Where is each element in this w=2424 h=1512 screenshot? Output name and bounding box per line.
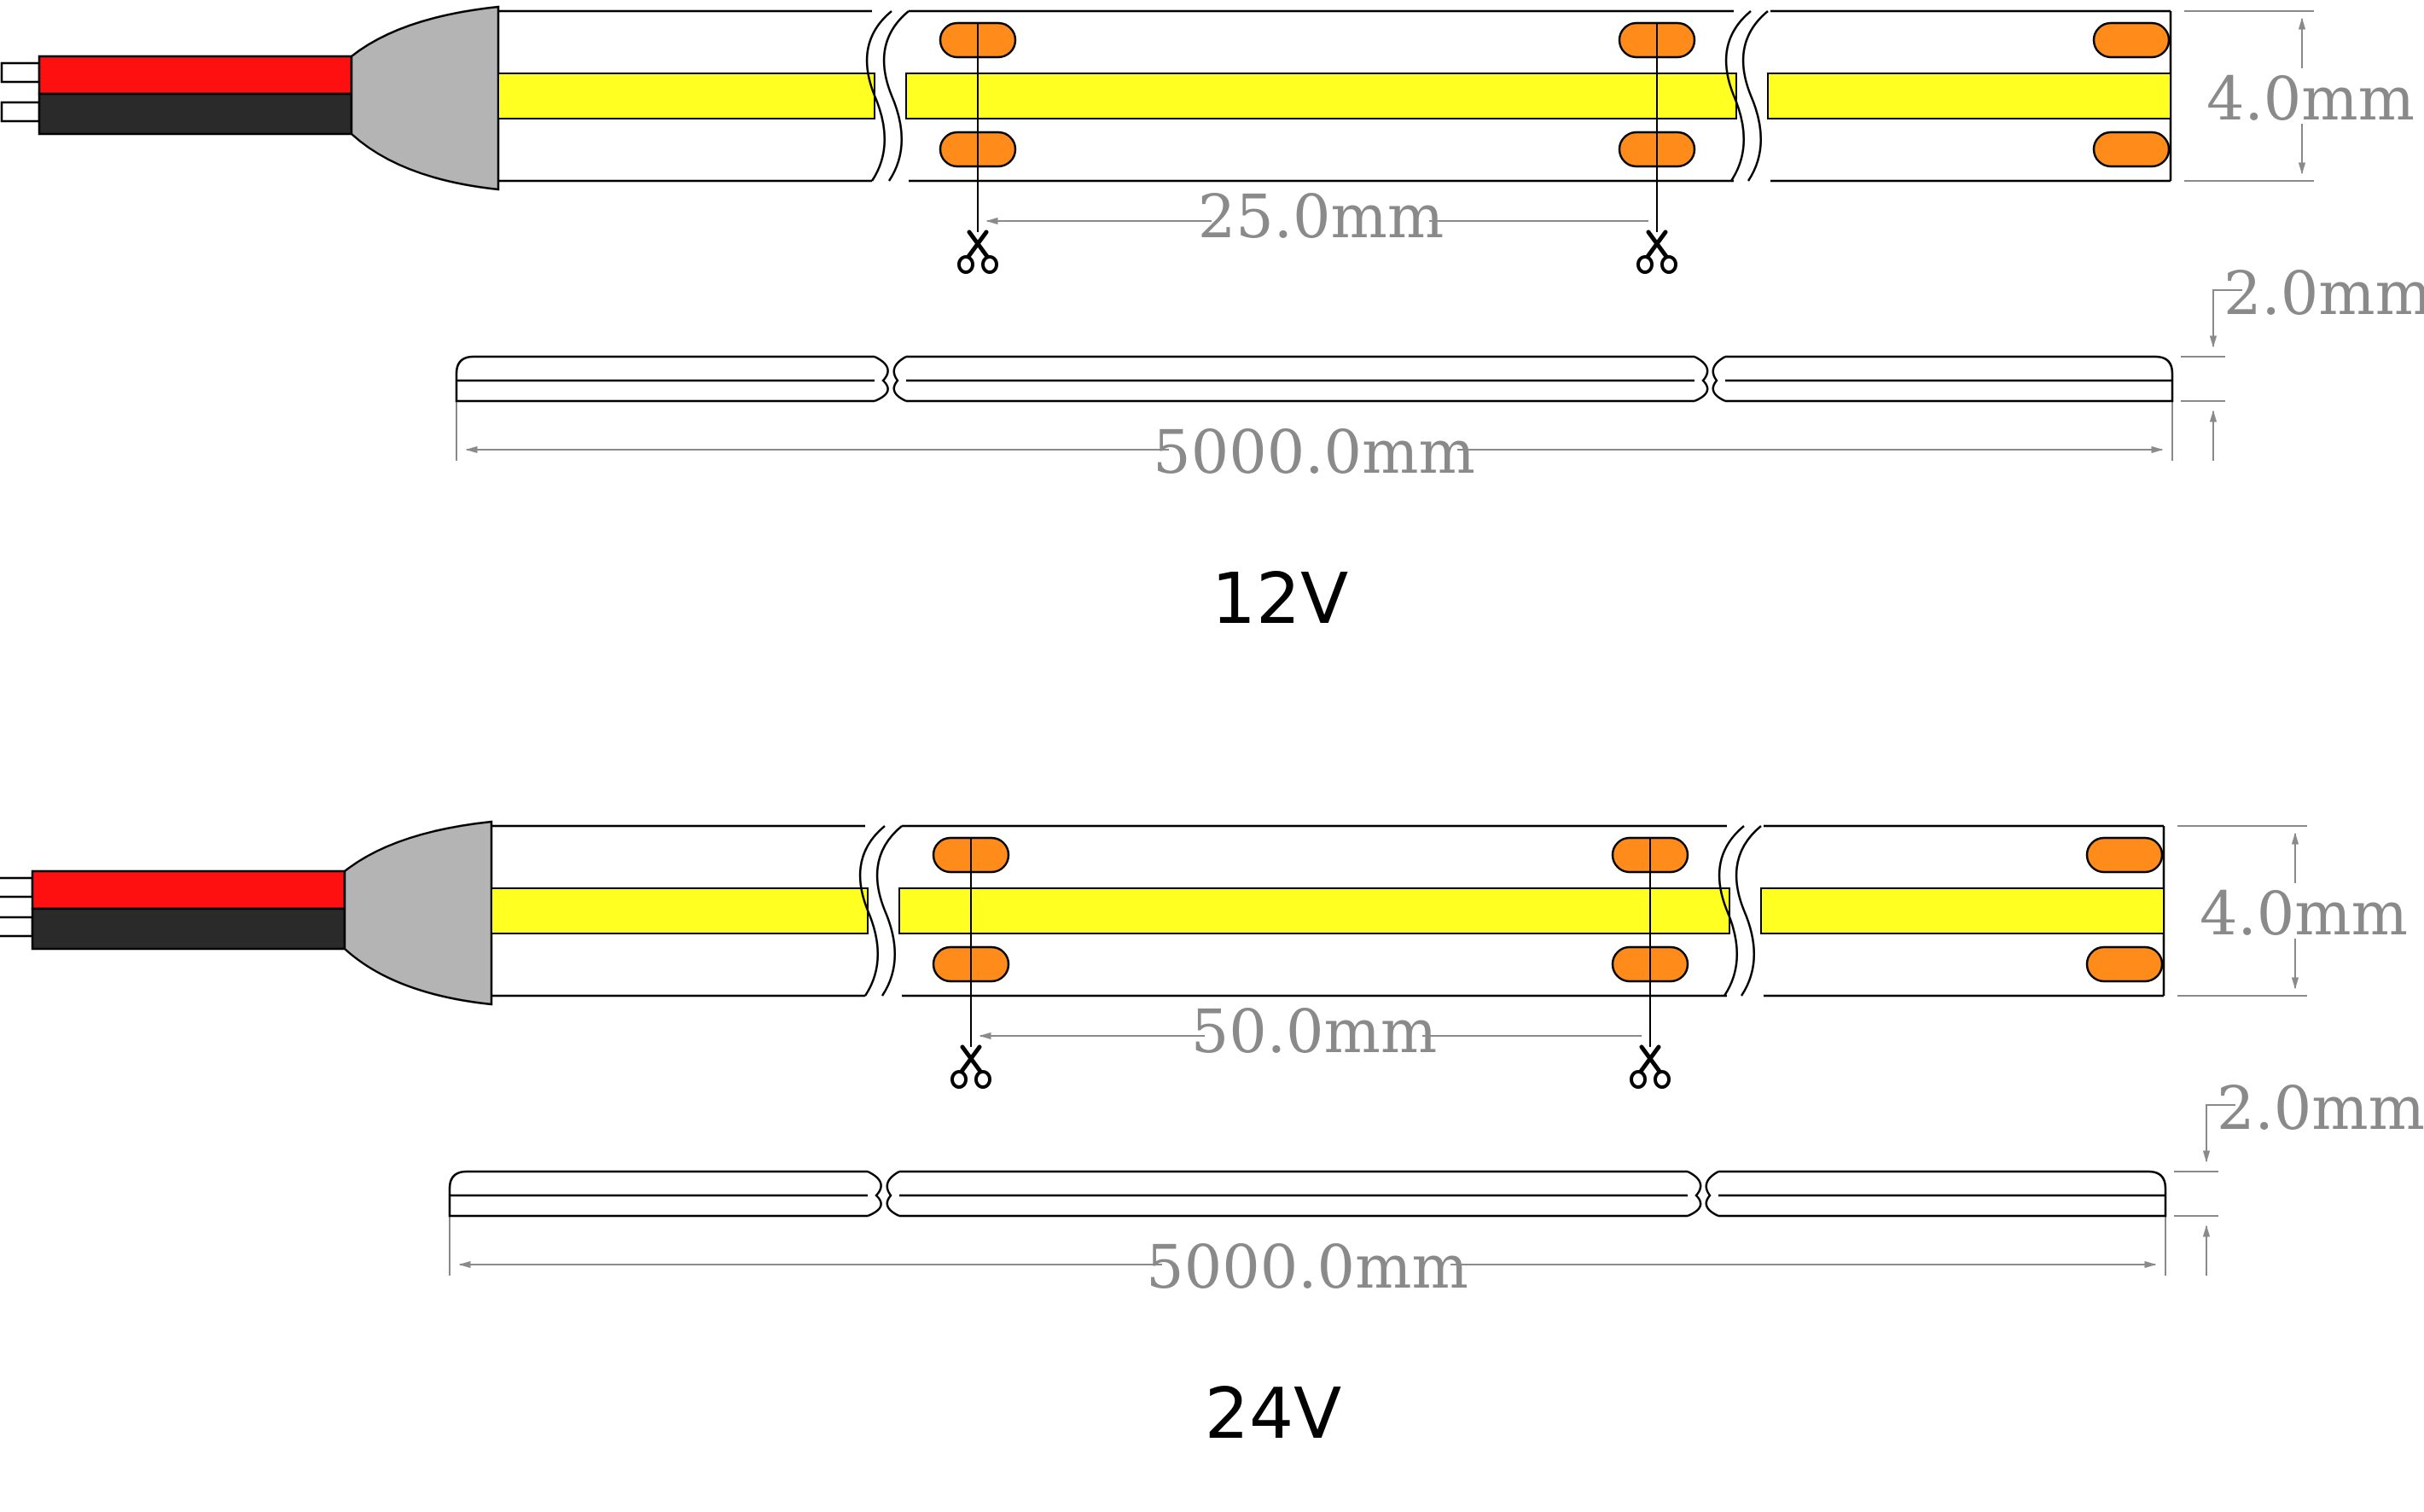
wire-pin-bottom <box>0 916 34 938</box>
end-cap-connector <box>350 5 500 191</box>
break-mark <box>875 825 903 997</box>
scissors-icon <box>950 1044 991 1089</box>
voltage-label: 24V <box>1205 1374 1341 1455</box>
break-mark <box>1735 825 1762 997</box>
wire-pin-bottom <box>0 101 41 123</box>
break-mark <box>858 825 886 997</box>
power-cable <box>0 820 493 1006</box>
end-cap-connector <box>343 820 493 1006</box>
solder-pad <box>2085 945 2164 983</box>
strip-panel-24v: 50.0mm 4.0mm 2.0mm 5000.0mm 24V <box>0 820 2424 1455</box>
voltage-label: 12V <box>1212 559 1348 640</box>
black-wire <box>38 92 353 136</box>
thickness-dimension: 2.0mm <box>2217 1073 2424 1143</box>
cob-light-band <box>1767 73 2171 119</box>
length-dimension: 5000.0mm <box>1146 1232 1468 1302</box>
cut-pitch-dimension: 25.0mm <box>1198 182 1445 252</box>
dimension-lines <box>449 825 2307 1276</box>
scissors-icon <box>957 230 998 274</box>
scissors-icon <box>1636 230 1677 274</box>
red-wire <box>31 869 346 910</box>
strip-top-view <box>491 824 2165 1089</box>
break-mark <box>1718 825 1745 997</box>
cut-pitch-dimension: 50.0mm <box>1191 997 1438 1067</box>
cob-light-band <box>905 73 1737 119</box>
cob-light-band <box>491 887 869 934</box>
strip-side-view <box>448 1170 2167 1218</box>
cob-light-band <box>497 73 875 119</box>
strip-top-view <box>497 9 2172 274</box>
red-wire <box>38 55 353 96</box>
scissors-icon <box>1630 1044 1671 1089</box>
cob-light-band <box>898 887 1730 934</box>
thickness-dimension: 2.0mm <box>2223 259 2424 329</box>
width-dimension: 4.0mm <box>2206 64 2415 134</box>
strip-panel-12v: 25.0mm 4.0mm 2.0mm 5000.0mm 12V <box>0 5 2424 640</box>
break-mark <box>865 10 892 182</box>
break-mark <box>882 10 910 182</box>
wire-pin-top <box>0 61 41 84</box>
cob-light-band <box>1760 887 2165 934</box>
strip-side-view <box>455 355 2174 403</box>
break-mark <box>1741 10 1769 182</box>
dimension-lines <box>456 10 2314 461</box>
wire-pin-top <box>0 876 34 898</box>
solder-pad <box>2085 836 2164 874</box>
solder-pad <box>2092 21 2171 59</box>
length-dimension: 5000.0mm <box>1153 417 1475 487</box>
width-dimension: 4.0mm <box>2200 879 2408 949</box>
solder-pad <box>2092 131 2171 168</box>
break-mark <box>1724 10 1752 182</box>
power-cable <box>0 5 500 191</box>
black-wire <box>31 907 346 951</box>
